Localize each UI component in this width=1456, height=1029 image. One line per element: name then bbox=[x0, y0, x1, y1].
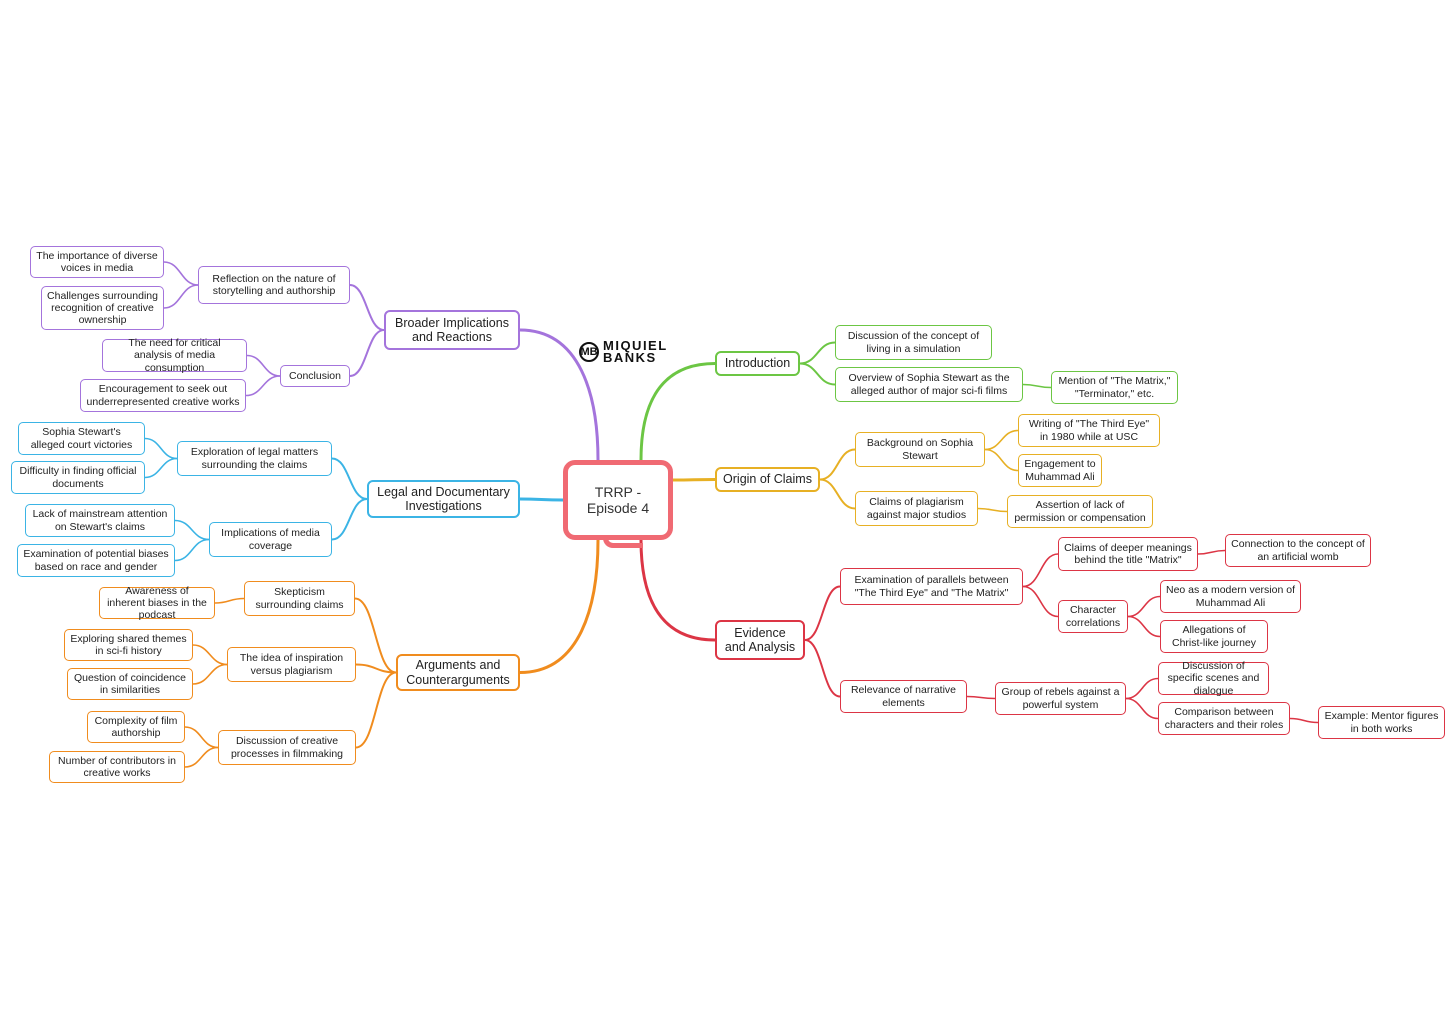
connector-origin bbox=[671, 478, 717, 482]
subtopic-lg-1b[interactable]: Difficulty in finding official documents bbox=[11, 461, 145, 494]
subtopic-ev-1[interactable]: Examination of parallels between "The Th… bbox=[840, 568, 1023, 605]
subtopic-ar-3b[interactable]: Number of contributors in creative works bbox=[49, 751, 185, 783]
connector-br-2b bbox=[245, 375, 281, 397]
connector-ev-2a2x bbox=[1289, 717, 1319, 724]
brand-line-1: MIQUIEL bbox=[603, 338, 668, 353]
subtopic-ev-2[interactable]: Relevance of narrative elements bbox=[840, 680, 967, 713]
connector-br-1a bbox=[163, 261, 199, 286]
mb-monogram-icon: MB bbox=[579, 342, 599, 362]
subtopic-intro-2[interactable]: Overview of Sophia Stewart as the allege… bbox=[835, 367, 1023, 402]
subtopic-lg-2[interactable]: Implications of media coverage bbox=[209, 522, 332, 557]
connector-lg-1 bbox=[331, 457, 368, 500]
branch-topic-origin[interactable]: Origin of Claims bbox=[715, 467, 820, 492]
subtopic-br-2a[interactable]: The need for critical analysis of media … bbox=[102, 337, 247, 374]
connector-intro-2 bbox=[799, 362, 836, 386]
connector-ev-2a bbox=[966, 695, 996, 700]
subtopic-ev-1b[interactable]: Character correlations bbox=[1058, 600, 1128, 633]
connector-ar-2a bbox=[192, 644, 228, 666]
subtopic-ev-1a1[interactable]: Connection to the concept of an artifici… bbox=[1225, 534, 1371, 567]
connector-br-1 bbox=[349, 284, 385, 331]
connector-ev-1a1 bbox=[1197, 549, 1226, 555]
branch-topic-broader[interactable]: Broader Implications and Reactions bbox=[384, 310, 520, 350]
connector-intro-1 bbox=[799, 341, 836, 365]
subtopic-br-2[interactable]: Conclusion bbox=[280, 365, 350, 387]
subtopic-br-1a[interactable]: The importance of diverse voices in medi… bbox=[30, 246, 164, 278]
connector-ev-1b2 bbox=[1127, 615, 1161, 638]
connector-intro-2a bbox=[1022, 383, 1052, 389]
central-topic[interactable]: TRRP - Episode 4 bbox=[563, 460, 673, 540]
subtopic-origin-2[interactable]: Claims of plagiarism against major studi… bbox=[855, 491, 978, 526]
subtopic-origin-1[interactable]: Background on Sophia Stewart bbox=[855, 432, 985, 467]
connector-origin-2a bbox=[977, 507, 1008, 513]
subtopic-ar-2a[interactable]: Exploring shared themes in sci-fi histor… bbox=[64, 629, 193, 661]
connector-ar-2 bbox=[355, 663, 397, 674]
connector-ar-3a bbox=[184, 726, 219, 749]
subtopic-intro-2a[interactable]: Mention of "The Matrix," "Terminator," e… bbox=[1051, 371, 1178, 404]
brand-wordmark: MIQUIEL BANKS bbox=[603, 338, 668, 365]
connector-intro bbox=[639, 362, 717, 462]
connector-ev-1b1 bbox=[1127, 595, 1161, 618]
connector-ev-1 bbox=[804, 585, 841, 641]
connector-origin-1b bbox=[984, 448, 1019, 472]
subtopic-ar-3a[interactable]: Complexity of film authorship bbox=[87, 711, 185, 743]
connector-lg-2b bbox=[174, 538, 210, 562]
connector-ar-2b bbox=[192, 663, 228, 685]
subtopic-ar-2[interactable]: The idea of inspiration versus plagiaris… bbox=[227, 647, 356, 682]
branch-topic-evidence[interactable]: Evidence and Analysis bbox=[715, 620, 805, 660]
subtopic-ev-2a[interactable]: Group of rebels against a powerful syste… bbox=[995, 682, 1126, 715]
connector-legal bbox=[518, 497, 565, 502]
subtopic-ar-3[interactable]: Discussion of creative processes in film… bbox=[218, 730, 356, 765]
subtopic-lg-1a[interactable]: Sophia Stewart's alleged court victories bbox=[18, 422, 145, 455]
connector-lg-1a bbox=[144, 437, 178, 460]
connector-origin-1 bbox=[819, 448, 856, 481]
subtopic-intro-1[interactable]: Discussion of the concept of living in a… bbox=[835, 325, 992, 360]
connector-origin-2 bbox=[819, 478, 856, 510]
central-topic-tail bbox=[603, 536, 643, 548]
connector-ev-1a bbox=[1022, 553, 1059, 588]
connector-ev-2a1 bbox=[1125, 677, 1159, 700]
brand-logo: MB MIQUIEL BANKS bbox=[579, 338, 668, 365]
subtopic-lg-2a[interactable]: Lack of mainstream attention on Stewart'… bbox=[25, 504, 175, 537]
subtopic-ev-1b2[interactable]: Allegations of Christ-like journey bbox=[1160, 620, 1268, 653]
subtopic-br-2b[interactable]: Encouragement to seek out underrepresent… bbox=[80, 379, 246, 412]
connector-origin-1a bbox=[984, 429, 1019, 451]
subtopic-lg-2b[interactable]: Examination of potential biases based on… bbox=[17, 544, 175, 577]
branch-topic-legal[interactable]: Legal and Documentary Investigations bbox=[367, 480, 520, 518]
subtopic-ev-2a2x[interactable]: Example: Mentor figures in both works bbox=[1318, 706, 1445, 739]
connector-br-1b bbox=[163, 284, 199, 309]
connector-ar-1a bbox=[214, 597, 245, 604]
subtopic-ev-2a1[interactable]: Discussion of specific scenes and dialog… bbox=[1158, 660, 1269, 697]
connector-ev-1b bbox=[1022, 585, 1059, 618]
connector-broader bbox=[518, 328, 600, 462]
subtopic-ar-2b[interactable]: Question of coincidence in similarities bbox=[67, 668, 193, 700]
subtopic-ev-1b1[interactable]: Neo as a modern version of Muhammad Ali bbox=[1160, 580, 1301, 613]
subtopic-origin-2a[interactable]: Assertion of lack of permission or compe… bbox=[1007, 495, 1153, 528]
subtopic-origin-1a[interactable]: Writing of "The Third Eye" in 1980 while… bbox=[1018, 414, 1160, 447]
subtopic-lg-1[interactable]: Exploration of legal matters surrounding… bbox=[177, 441, 332, 476]
branch-topic-args[interactable]: Arguments and Counterarguments bbox=[396, 654, 520, 691]
connector-lg-1b bbox=[144, 457, 178, 479]
connector-ar-3b bbox=[184, 746, 219, 768]
subtopic-ar-1a[interactable]: Awareness of inherent biases in the podc… bbox=[99, 585, 215, 621]
subtopic-ev-2a2[interactable]: Comparison between characters and their … bbox=[1158, 702, 1290, 735]
connector-br-2a bbox=[246, 354, 281, 377]
connector-br-2 bbox=[349, 329, 385, 377]
connector-ev-2 bbox=[804, 639, 841, 698]
subtopic-ar-1[interactable]: Skepticism surrounding claims bbox=[244, 581, 355, 616]
connector-ar-1 bbox=[354, 597, 397, 674]
brand-line-2: BANKS bbox=[603, 350, 657, 365]
connector-evidence bbox=[639, 538, 717, 642]
connector-lg-2 bbox=[331, 498, 368, 541]
subtopic-br-1b[interactable]: Challenges surrounding recognition of cr… bbox=[41, 286, 164, 330]
connector-lg-2a bbox=[174, 519, 210, 541]
connector-ev-2a2 bbox=[1125, 697, 1159, 720]
branch-topic-intro[interactable]: Introduction bbox=[715, 351, 800, 376]
connector-args bbox=[518, 538, 600, 674]
subtopic-br-1[interactable]: Reflection on the nature of storytelling… bbox=[198, 266, 350, 304]
subtopic-origin-1b[interactable]: Engagement to Muhammad Ali bbox=[1018, 454, 1102, 487]
connector-ar-3 bbox=[355, 671, 397, 749]
subtopic-ev-1a[interactable]: Claims of deeper meanings behind the tit… bbox=[1058, 537, 1198, 571]
